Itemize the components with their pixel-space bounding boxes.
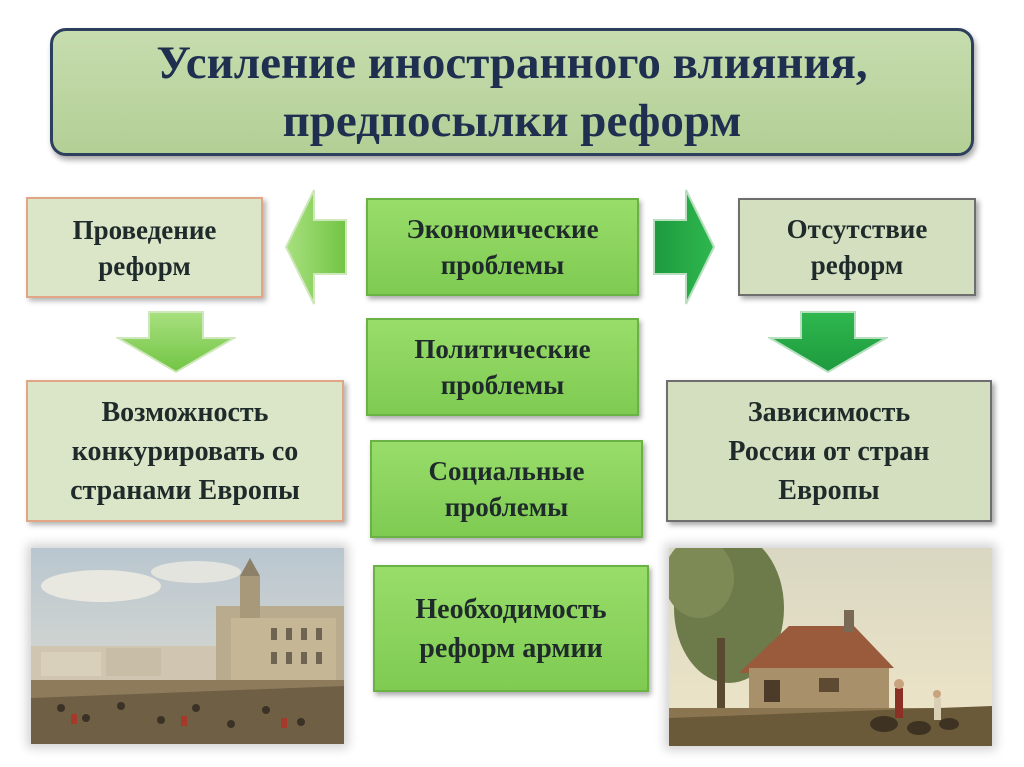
no-reforms-box: Отсутствие реформ: [738, 198, 976, 296]
arrow-down-left-icon: [116, 311, 236, 374]
reforms-done-label: Проведение реформ: [72, 214, 217, 281]
title-box: Усиление иностранного влияния, предпосыл…: [50, 28, 974, 156]
dependence-europe-label: Зависимость России от стран Европы: [728, 396, 930, 506]
arrow-right-icon: [653, 189, 716, 305]
army-reform-label: Необходимость реформ армии: [415, 593, 607, 664]
political-problems-box: Политические проблемы: [366, 318, 639, 416]
village-scene-painting: [669, 548, 992, 746]
page-title: Усиление иностранного влияния, предпосыл…: [156, 37, 868, 147]
social-problems-box: Социальные проблемы: [370, 440, 643, 538]
compete-europe-label: Возможность конкурировать со странами Ев…: [70, 396, 300, 506]
reforms-done-box: Проведение реформ: [26, 197, 263, 298]
army-reform-box: Необходимость реформ армии: [373, 565, 649, 692]
dependence-europe-box: Зависимость России от стран Европы: [666, 380, 992, 522]
no-reforms-label: Отсутствие реформ: [786, 214, 928, 280]
compete-europe-box: Возможность конкурировать со странами Ев…: [26, 380, 344, 522]
arrow-left-icon: [284, 189, 347, 305]
political-problems-label: Политические проблемы: [414, 334, 591, 400]
economic-problems-box: Экономические проблемы: [366, 198, 639, 296]
social-problems-label: Социальные проблемы: [428, 456, 585, 522]
arrow-down-right-icon: [768, 311, 888, 374]
economic-problems-label: Экономические проблемы: [406, 214, 599, 280]
paris-street-painting: [31, 548, 344, 744]
